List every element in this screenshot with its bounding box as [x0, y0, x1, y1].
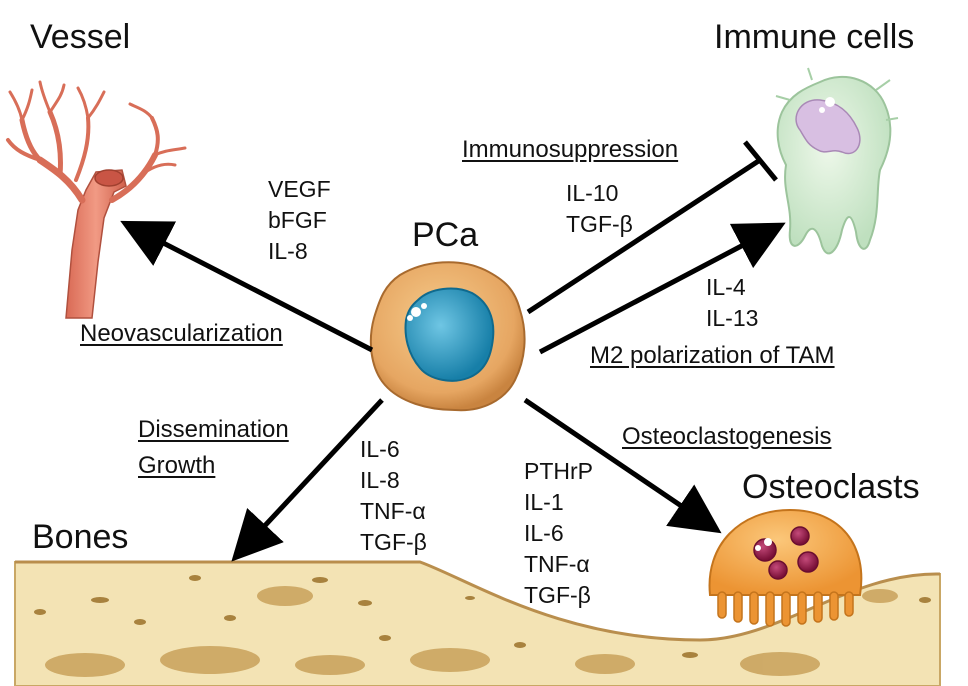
factor-item: IL-6 [360, 436, 400, 462]
m2-polarization-label: M2 polarization of TAM [590, 342, 835, 369]
factor-item: IL-6 [524, 520, 564, 546]
factor-item: IL-4 [706, 274, 746, 300]
factor-item: IL-13 [706, 305, 759, 331]
factor-item: TNF-α [524, 551, 590, 577]
factor-item: VEGF [268, 176, 331, 202]
neovascularization-label: Neovascularization [80, 320, 283, 347]
immunosuppression-factors: IL-10 TGF-β [566, 178, 633, 240]
arrow-to-vessel [120, 220, 374, 353]
growth-label: Growth [138, 452, 216, 479]
arrow-to-bones [231, 398, 384, 562]
factor-item: TGF-β [566, 211, 633, 237]
factor-item: IL-8 [360, 467, 400, 493]
vessel-illustration [6, 80, 187, 319]
factor-item: PTHrP [524, 458, 593, 484]
osteoclastogenesis-label: Osteoclastogenesis [622, 423, 832, 450]
bone-illustration [14, 560, 941, 686]
bones-label: Bones [32, 518, 129, 556]
immunosuppression-label: Immunosuppression [462, 136, 679, 163]
pca-label: PCa [412, 216, 479, 254]
pca-cell-illustration [369, 261, 526, 412]
osteoclast-factors: PTHrP IL-1 IL-6 TNF-α TGF-β [524, 456, 593, 611]
osteoclasts-label: Osteoclasts [742, 468, 920, 506]
arrows [120, 140, 786, 562]
factor-item: IL-10 [566, 180, 619, 206]
factor-item: IL-8 [268, 238, 308, 264]
bones-factors: IL-6 IL-8 TNF-α TGF-β [360, 434, 427, 558]
inhibition-line-immune [526, 157, 762, 315]
arrow-to-immune-cells [538, 222, 786, 355]
dissemination-label: Dissemination [138, 416, 289, 443]
factor-item: TGF-β [524, 582, 591, 608]
factor-item: TGF-β [360, 529, 427, 555]
vessel-factors: VEGF bFGF IL-8 [268, 174, 331, 267]
arrow-to-osteoclasts [523, 397, 722, 534]
vessel-label: Vessel [30, 18, 131, 56]
factor-item: IL-1 [524, 489, 564, 515]
osteoclast-illustration [708, 508, 863, 627]
factor-item: bFGF [268, 207, 327, 233]
immune-cell-illustration [775, 67, 899, 255]
immune-cells-label: Immune cells [714, 18, 915, 56]
inhibition-bar-immune [743, 140, 778, 182]
m2-factors: IL-4 IL-13 [706, 272, 758, 334]
factor-item: TNF-α [360, 498, 426, 524]
